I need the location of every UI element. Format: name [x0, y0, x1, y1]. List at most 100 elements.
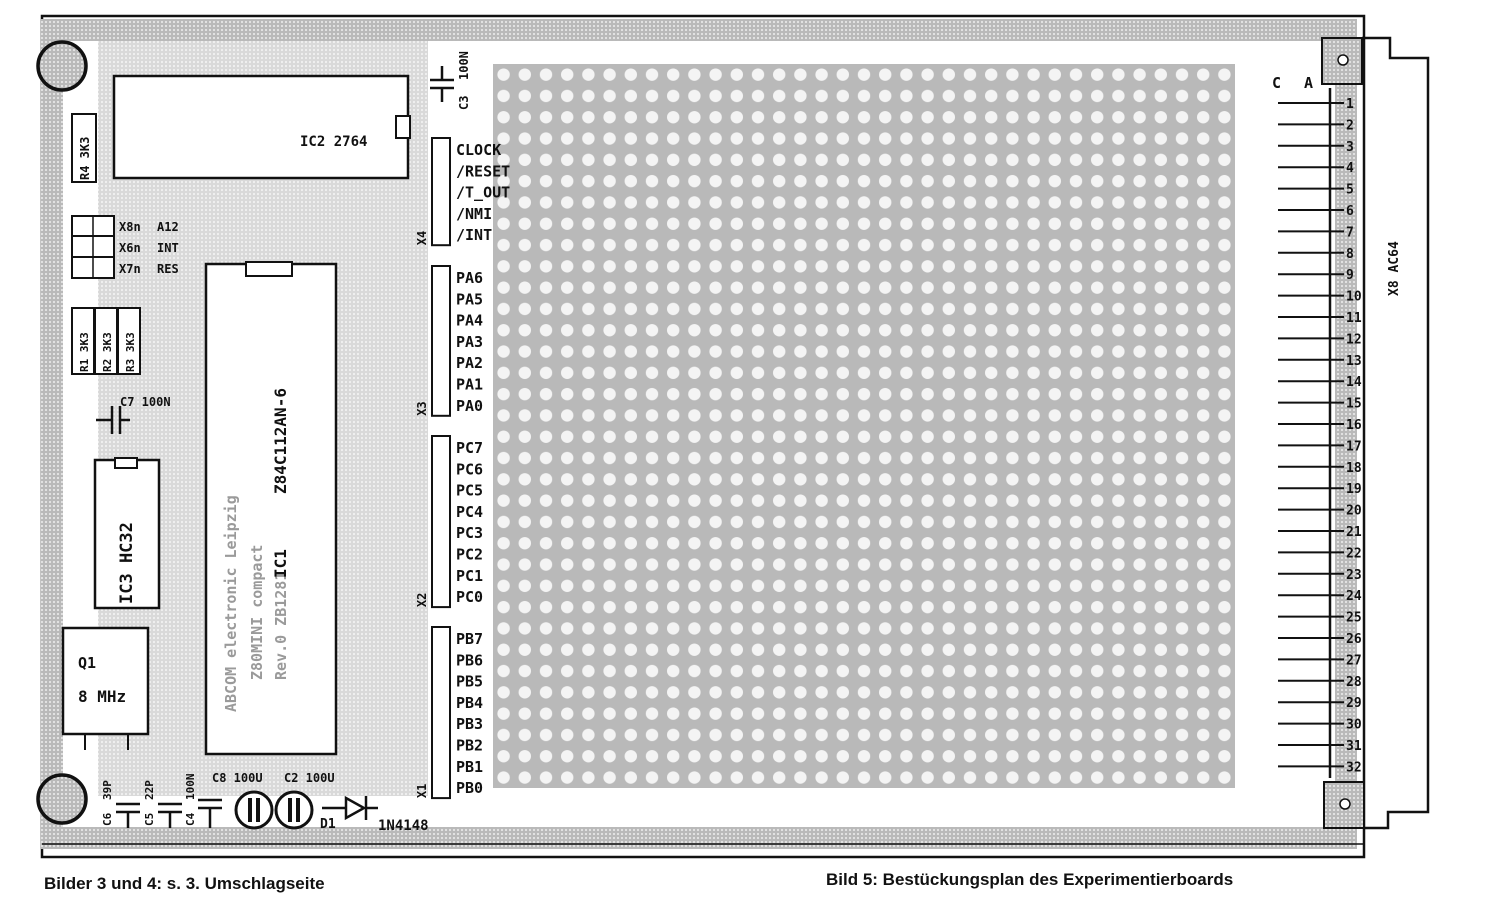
- c3-ref: C3: [457, 96, 471, 110]
- x3-pin-label: PA6: [456, 269, 483, 287]
- connector-pin-number: 31: [1346, 739, 1362, 754]
- ground-frame: [41, 19, 1357, 849]
- x1-pin-label: PB7: [456, 630, 483, 648]
- x3-pin-label: PA5: [456, 290, 483, 308]
- x2-pin-label: PC2: [456, 546, 483, 564]
- connector-pin-number: 11: [1346, 311, 1362, 326]
- connector-pin-number: 7: [1346, 225, 1354, 240]
- caption-left: Bilder 3 und 4: s. 3. Umschlagseite: [44, 874, 325, 893]
- resistor-block: [71, 307, 141, 375]
- connector-pin-number: 4: [1346, 161, 1354, 176]
- connector-pin-number: 2: [1346, 118, 1354, 133]
- c2-elko: [274, 790, 314, 830]
- ic1-line-3: Rev.0 ZB1281: [272, 572, 290, 680]
- connector-pin-number: 25: [1346, 611, 1362, 626]
- c3-symbol: [430, 66, 454, 102]
- connector-pin-number: 10: [1346, 290, 1362, 305]
- pad-corner-tr: [1238, 64, 1286, 88]
- r4-label: R4 3K3: [78, 137, 92, 180]
- d1-type: 1N4148: [378, 818, 429, 834]
- bottom-caps: [116, 798, 222, 828]
- connector-pin-number: 21: [1346, 525, 1362, 540]
- x2-pin-label: PC4: [456, 503, 483, 521]
- connector-pin-number: 9: [1346, 268, 1354, 283]
- x4-pin-label: /NMI: [456, 205, 492, 223]
- c8-label: C8 100U: [212, 771, 263, 785]
- c7-symbol: [96, 406, 130, 434]
- r3-label: R3 3K3: [124, 332, 137, 372]
- connector-col-a: A: [1304, 74, 1313, 92]
- caption-right: Bild 5: Bestückungsplan des Experimentie…: [826, 870, 1234, 889]
- quartz-freq: 8 MHz: [78, 687, 126, 706]
- c5-value: 22P: [143, 780, 156, 800]
- jumper-x8n-ref: X8n: [119, 220, 141, 234]
- ic3-label: IC3 HC32: [117, 522, 137, 604]
- x3-pin-label: PA3: [456, 333, 483, 351]
- jumper-x7n-ref: X7n: [119, 262, 141, 276]
- x3-pin-label: PA0: [456, 397, 483, 415]
- c7-label: C7 100N: [120, 395, 171, 409]
- x2-header: [431, 435, 451, 609]
- ic1-body: [204, 262, 338, 756]
- connector-pin-number: 8: [1346, 247, 1354, 262]
- c6-ref: C6: [101, 812, 114, 826]
- connector-pin-number: 26: [1346, 632, 1362, 647]
- x2-pin-label: PC3: [456, 524, 483, 542]
- connector-pin-number: 23: [1346, 568, 1362, 583]
- c6-value: 39P: [101, 780, 114, 800]
- connector-pin-number: 5: [1346, 183, 1354, 198]
- x4-pin-label: CLOCK: [456, 141, 501, 159]
- connector-pin-number: 28: [1346, 675, 1362, 690]
- connector-pin-number: 22: [1346, 546, 1362, 561]
- ic1-line-2: Z80MINI compact: [248, 545, 266, 680]
- connector-pin-number: 14: [1346, 375, 1362, 390]
- connector-pin-number: 24: [1346, 589, 1362, 604]
- x4-header: [431, 137, 451, 247]
- x2-pin-label: PC1: [456, 567, 483, 585]
- r4-body: [71, 113, 97, 183]
- x2-pin-label: PC5: [456, 482, 483, 500]
- jumper-x8n-sig: A12: [157, 220, 179, 234]
- c4-value: 100N: [184, 774, 197, 801]
- jumper-x6n-sig: INT: [157, 241, 179, 255]
- x1-pin-label: PB1: [456, 758, 483, 776]
- connector-pin-number: 20: [1346, 504, 1362, 519]
- x3-header: [431, 265, 451, 417]
- ic2-notch: [395, 115, 411, 139]
- d1-ref: D1: [320, 817, 336, 832]
- connector-pin-number: 30: [1346, 718, 1362, 733]
- connector-pin-number: 29: [1346, 696, 1362, 711]
- connector-pin-number: 17: [1346, 439, 1362, 454]
- ic2-body: [112, 74, 410, 180]
- ic3-body: [93, 458, 161, 610]
- ic1-notch: [245, 261, 293, 277]
- x4-ref: X4: [415, 231, 429, 245]
- connector-pin-number: 32: [1346, 760, 1362, 775]
- quartz-ref: Q1: [78, 654, 96, 672]
- ic2-label: IC2 2764: [300, 134, 367, 150]
- connector-pin-number: 1: [1346, 97, 1354, 112]
- x3-pin-label: PA2: [456, 354, 483, 372]
- x1-pin-label: PB5: [456, 673, 483, 691]
- x2-pin-label: PC7: [456, 439, 483, 457]
- x4-pin-label: /RESET: [456, 162, 510, 180]
- connector-pin-number: 15: [1346, 397, 1362, 412]
- c3-value: 100N: [457, 51, 471, 80]
- c5-ref: C5: [143, 813, 156, 826]
- connector-housing: [1362, 36, 1430, 830]
- x1-pin-label: PB6: [456, 651, 483, 669]
- ic1-line-1: ABCOM electronic Leipzig: [222, 495, 240, 712]
- ic1-ref: IC1: [271, 549, 290, 578]
- connector-pin-number: 3: [1346, 140, 1354, 155]
- r1-label: R1 3K3: [78, 332, 91, 372]
- x4-pin-label: /INT: [456, 226, 492, 244]
- ic3-notch: [114, 457, 138, 469]
- connector-pin-number: 13: [1346, 354, 1362, 369]
- c8-elko: [234, 790, 274, 830]
- r2-label: R2 3K3: [101, 332, 114, 372]
- quartz-body: [61, 626, 150, 736]
- mounting-hole-top: [36, 40, 88, 92]
- x4-pin-label: /T_OUT: [456, 184, 510, 202]
- x3-ref: X3: [415, 401, 429, 415]
